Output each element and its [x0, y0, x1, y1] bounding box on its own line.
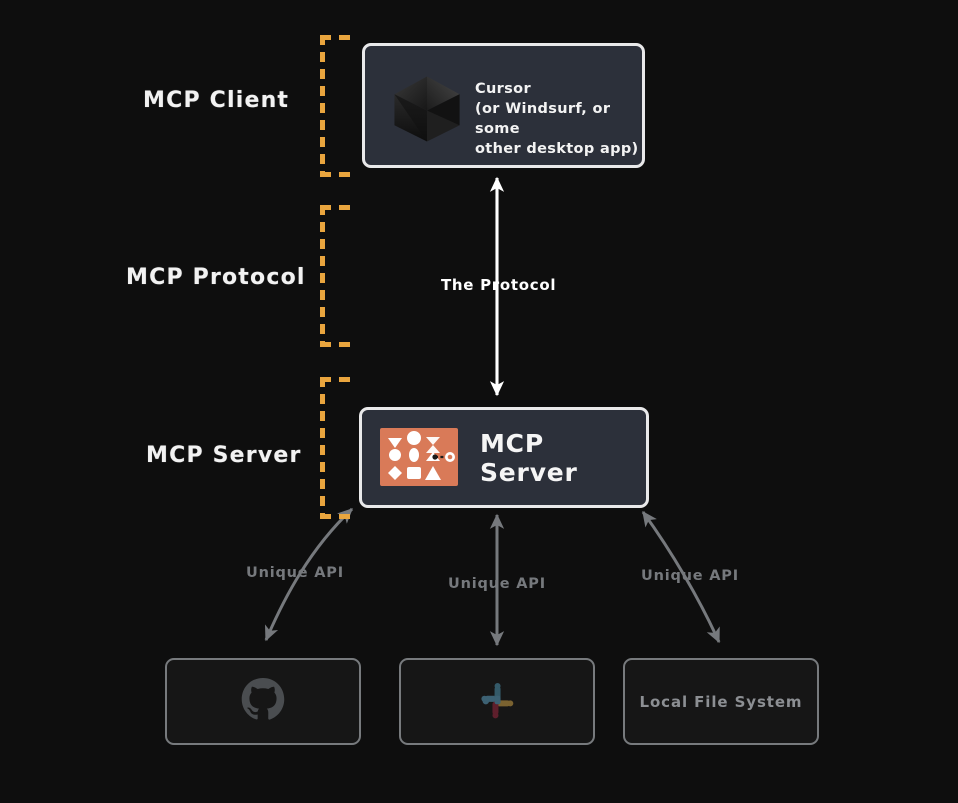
bracket-client-top — [320, 35, 358, 40]
tier-label-client: MCP Client — [143, 88, 290, 113]
bracket-server-bottom — [320, 514, 358, 519]
bracket-protocol-spine — [320, 205, 325, 347]
protocol-arrow-label: The Protocol — [441, 276, 557, 294]
bracket-protocol-bottom — [320, 342, 358, 347]
mcp-server-title: MCP Server — [480, 428, 578, 487]
client-card-text: Cursor (or Windsurf, or some other deskt… — [475, 79, 642, 159]
connector-label-middle: Unique API — [448, 576, 546, 592]
mcp-client-card[interactable]: Cursor (or Windsurf, or some other deskt… — [362, 43, 645, 168]
mcp-server-card[interactable]: MCP Server — [359, 407, 649, 508]
service-box-local-file-system[interactable]: Local File System — [623, 658, 819, 745]
client-card-subtitle-line1: (or Windsurf, or some — [475, 101, 611, 137]
bracket-client-bottom — [320, 172, 358, 177]
bracket-client-spine — [320, 35, 325, 177]
tier-label-server: MCP Server — [146, 443, 302, 468]
mcp-logo — [380, 428, 458, 486]
github-icon — [240, 677, 286, 727]
connector-label-left: Unique API — [246, 565, 344, 581]
service-label-local-file-system: Local File System — [639, 692, 803, 711]
tier-label-protocol: MCP Protocol — [126, 265, 306, 290]
client-card-title: Cursor — [475, 81, 531, 97]
bracket-server-top — [320, 377, 358, 382]
bracket-server — [320, 377, 358, 519]
bracket-protocol — [320, 205, 358, 347]
connector-label-right: Unique API — [641, 568, 739, 584]
service-box-slack[interactable] — [399, 658, 595, 745]
cursor-cube-logo — [390, 72, 464, 146]
client-card-subtitle-line2: other desktop app) — [475, 141, 639, 157]
service-box-github[interactable] — [165, 658, 361, 745]
bracket-protocol-top — [320, 205, 358, 210]
bracket-client — [320, 35, 358, 177]
bracket-server-spine — [320, 377, 325, 519]
slack-icon — [476, 679, 518, 725]
